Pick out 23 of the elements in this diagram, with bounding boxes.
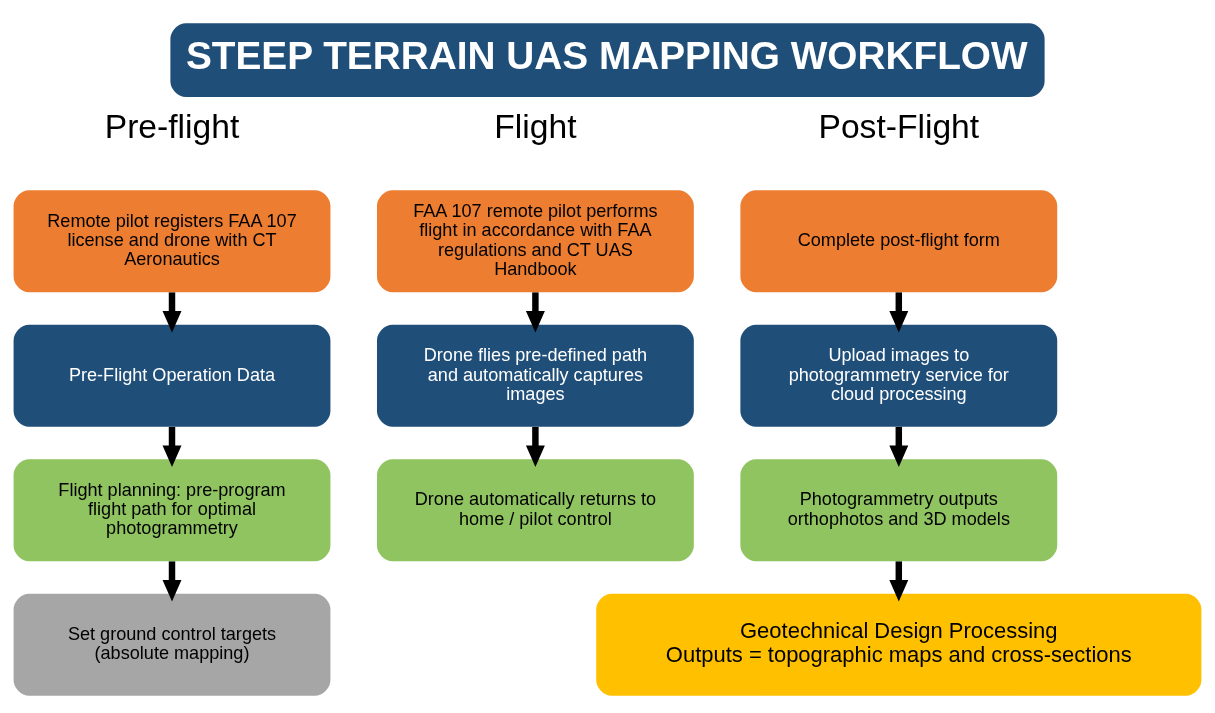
label: Flight	[494, 107, 577, 145]
node-box: Complete post-flight form	[740, 189, 1058, 292]
node-box: Upload images to photogrammetry service for cloud processing	[740, 324, 1058, 427]
diagram-title: STEEP TERRAIN UAS MAPPING WORKFLOW	[185, 33, 1028, 77]
node-box: Geotechnical Design Processing Outputs = topographic maps and cross-sections	[596, 593, 1202, 696]
arrow	[889, 291, 909, 333]
arrow	[525, 426, 545, 467]
node-box: Flight planning: pre-program flight path for optimal photogrammetry	[13, 458, 331, 561]
arrow	[889, 560, 909, 602]
label: Post-Flight	[818, 107, 980, 145]
node-box: Drone flies pre-defined path and automatically captures images	[377, 324, 694, 427]
node-box: FAA 107 remote pilot performs flight in accordance with FAA regulations and CT UAS Handbook	[377, 189, 694, 292]
arrow	[162, 560, 182, 602]
node-box: Set ground control targets (absolute mapping)	[13, 593, 331, 696]
node-box: Remote pilot registers FAA 107 license and drone with CT Aeronautics	[13, 189, 331, 292]
label: Pre-flight	[104, 107, 240, 145]
node-box: Pre-Flight Operation Data	[13, 324, 331, 427]
arrow	[889, 426, 909, 467]
arrow	[162, 291, 182, 333]
arrow	[162, 426, 182, 467]
arrow	[525, 291, 545, 333]
node-box: Photogrammetry outputs orthophotos and 3D models	[740, 458, 1058, 561]
node-box: Drone automatically returns to home / pilot control	[377, 458, 694, 561]
